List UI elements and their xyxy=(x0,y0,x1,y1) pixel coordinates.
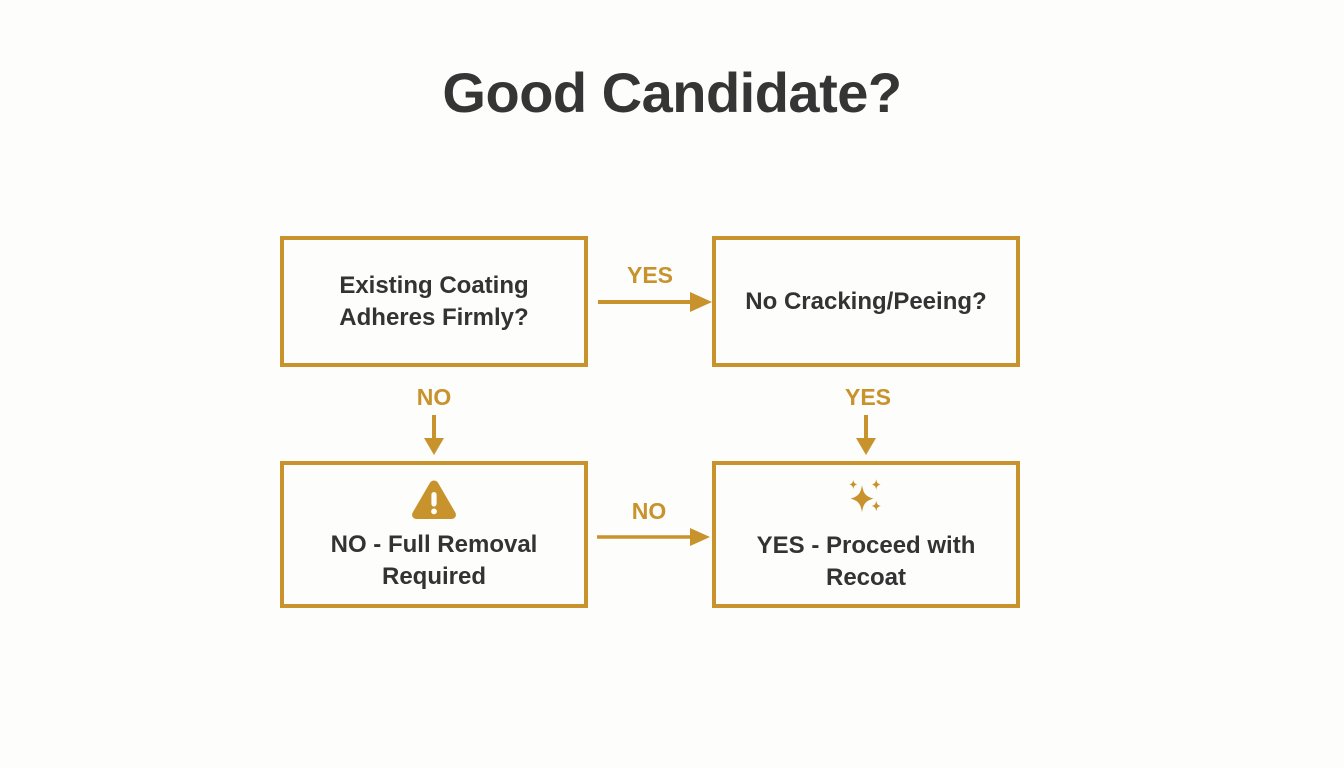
node-existing-coating-adheres[interactable]: Existing Coating Adheres Firmly? xyxy=(280,236,588,367)
node-proceed-with-recoat[interactable]: YES - Proceed with Recoat xyxy=(712,461,1020,608)
node-no-cracking-peeing[interactable]: No Cracking/Peeing? xyxy=(712,236,1020,367)
node-label: No Cracking/Peeing? xyxy=(745,287,987,315)
edge-arrow-no-bottom xyxy=(597,528,710,546)
edge-arrow-no-left xyxy=(424,415,444,455)
edge-label-yes-right: YES xyxy=(844,384,892,410)
edge-arrow-yes-right xyxy=(856,415,876,455)
page-title: Good Candidate? xyxy=(442,61,902,124)
edge-label-no-left: NO xyxy=(416,384,452,410)
node-full-removal-required[interactable]: NO - Full Removal Required xyxy=(280,461,588,608)
node-label: YES - Proceed with Recoat xyxy=(756,531,976,591)
edge-label-yes-top: YES xyxy=(626,262,674,288)
sparkles-icon xyxy=(841,476,891,522)
edge-label-no-bottom: NO xyxy=(631,498,667,524)
warning-triangle-icon xyxy=(410,477,458,521)
node-label: NO - Full Removal Required xyxy=(330,530,538,590)
node-label: Existing Coating Adheres Firmly? xyxy=(339,271,529,331)
edge-arrow-yes-top xyxy=(598,292,712,312)
